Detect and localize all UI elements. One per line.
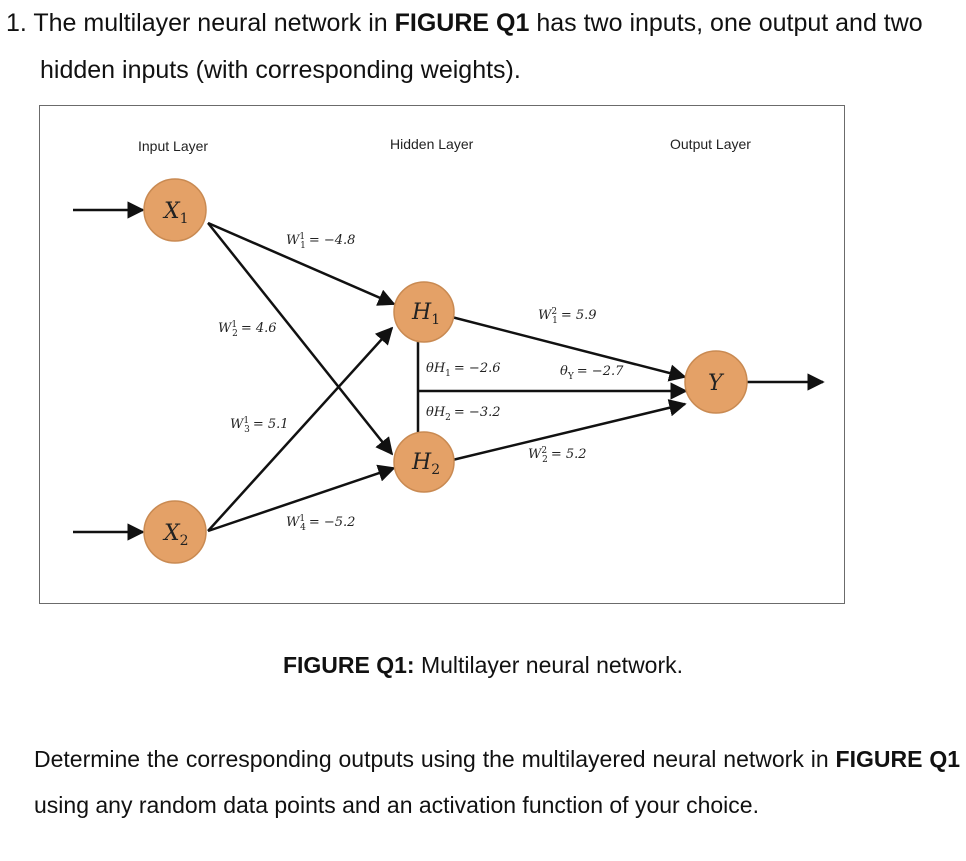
hidden-layer-label: Hidden Layer — [390, 136, 474, 152]
figure-frame: Input Layer Hidden Layer Output Layer X1… — [39, 105, 845, 604]
caption-label: FIGURE Q1: — [282, 652, 415, 678]
node-y: Y — [684, 350, 748, 414]
node-y-label: Y — [708, 371, 725, 396]
node-x1-sub: 1 — [180, 211, 189, 227]
svg-text:X2: X2 — [162, 521, 189, 549]
svg-text:H1: H1 — [411, 300, 440, 328]
edge-h2-y — [439, 399, 687, 465]
neural-network-diagram: Input Layer Hidden Layer Output Layer X1… — [73, 136, 825, 564]
node-x2-label: X — [162, 521, 181, 546]
question-line-1: 1. The multilayer neural network in FIGU… — [6, 0, 956, 47]
question-line-2: hidden inputs (with corresponding weight… — [40, 56, 521, 84]
node-x2-sub: 2 — [180, 533, 189, 549]
output-layer-label: Output Layer — [670, 136, 751, 152]
node-h1-label: H — [411, 300, 432, 325]
edge-x2-h2 — [207, 464, 396, 533]
task-pre: Determine the corresponding outputs usin… — [34, 746, 836, 772]
svg-text:H2: H2 — [411, 450, 440, 478]
task-text: Determine the corresponding outputs usin… — [34, 736, 960, 828]
task-figure-ref: FIGURE Q1 — [835, 746, 960, 772]
edge-x1-h2 — [207, 222, 394, 456]
figure-caption: FIGURE Q1: Multilayer neural network. — [0, 652, 966, 679]
node-h1: H1 — [393, 281, 455, 343]
node-h2: H2 — [393, 431, 455, 493]
question-figure-ref: FIGURE Q1 — [394, 9, 530, 37]
caption-text: Multilayer neural network. — [414, 652, 684, 678]
question-line1-post: has two inputs, one output and two — [529, 9, 923, 37]
node-h1-sub: 1 — [431, 312, 440, 328]
node-h2-label: H — [411, 450, 432, 475]
edge-x1-h1 — [207, 221, 396, 306]
question-number: 1. — [6, 9, 27, 37]
edge-x2-h1 — [207, 326, 394, 532]
node-x1-label: X — [162, 199, 181, 224]
node-h2-sub: 2 — [431, 462, 440, 478]
node-x1: X1 — [143, 178, 207, 242]
threshold-h1: θH1= −2.6 — [426, 361, 501, 379]
svg-text:X1: X1 — [162, 199, 189, 227]
input-layer-label: Input Layer — [138, 138, 208, 154]
question-line1-pre: The multilayer neural network in — [33, 9, 395, 37]
node-x2: X2 — [143, 500, 207, 564]
threshold-h2: θH2= −3.2 — [426, 405, 501, 423]
task-post: using any random data points and an acti… — [34, 792, 759, 818]
edge-h1-y — [439, 312, 687, 382]
threshold-y: θY= −2.7 — [560, 364, 624, 382]
question-text: 1. The multilayer neural network in FIGU… — [6, 0, 956, 94]
